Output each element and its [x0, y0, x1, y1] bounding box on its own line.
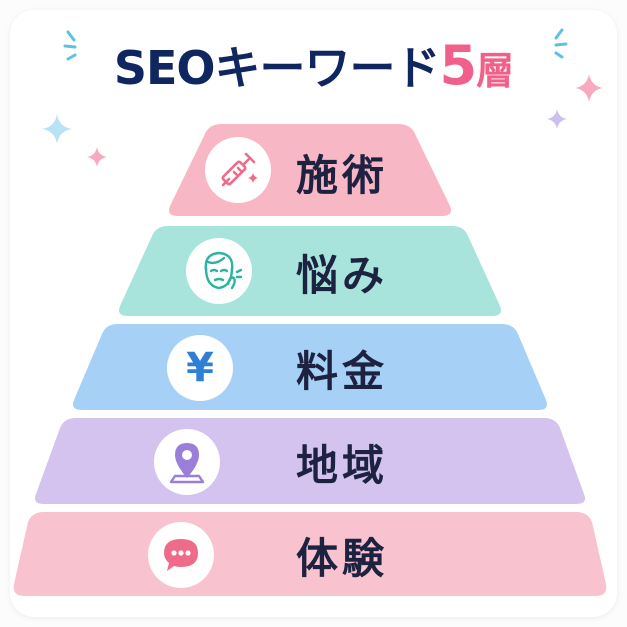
title-suffix: 層	[476, 49, 514, 93]
yen-icon: ¥	[186, 345, 214, 391]
title-number: 5	[439, 34, 478, 97]
tier-label: 施術	[296, 151, 389, 200]
icon-circle	[186, 238, 252, 304]
icon-circle	[154, 429, 220, 495]
page-title: SEOキーワード5層	[0, 36, 627, 101]
chat-bubble-icon	[164, 539, 198, 571]
sparkle-icon	[547, 109, 567, 129]
sparkle-icon	[575, 74, 603, 102]
emphasis-lines-right-icon	[554, 28, 568, 59]
tier-label: 地域	[296, 441, 389, 490]
title-prefix: SEOキーワード	[113, 41, 441, 95]
sparkle-icon	[42, 114, 72, 144]
emphasis-lines-left-icon	[63, 30, 77, 61]
tier-label: 体験	[296, 534, 389, 583]
tier-label: 悩み	[296, 251, 389, 300]
syringe-icon	[221, 152, 258, 187]
icon-circle: ¥	[167, 335, 233, 401]
tier-label: 料金	[296, 347, 389, 396]
location-pin-icon	[169, 443, 205, 484]
icon-circle	[148, 522, 214, 588]
icon-circle	[205, 137, 271, 203]
sparkle-icon	[87, 147, 107, 167]
worried-face-icon	[204, 251, 243, 290]
